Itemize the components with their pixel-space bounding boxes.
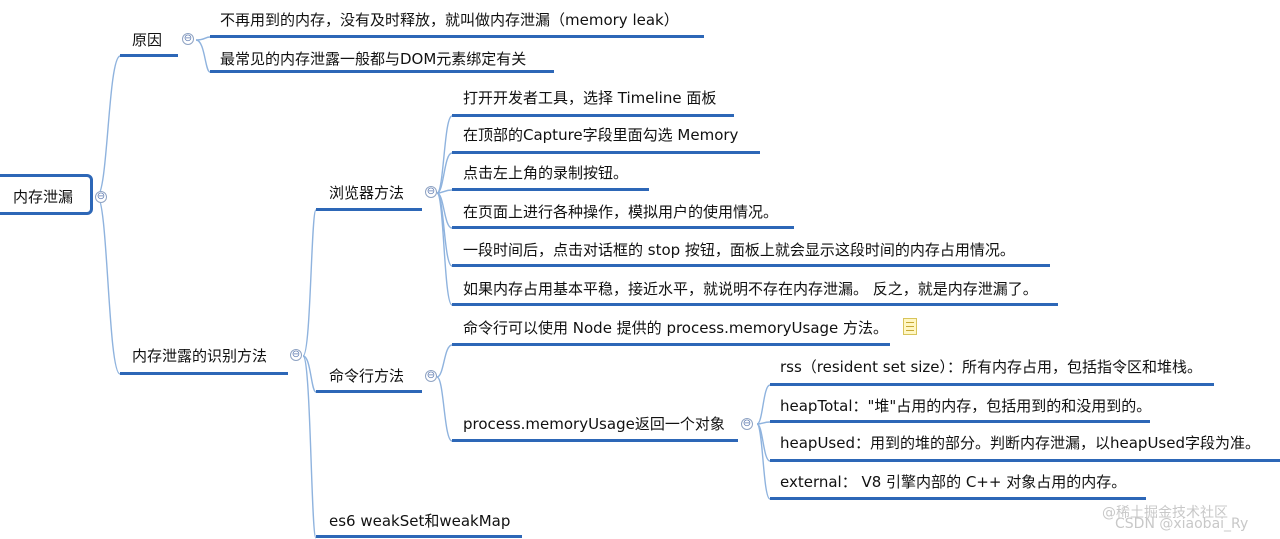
memory-field[interactable]: external： V8 引擎内部的 C++ 对象占用的内存。 xyxy=(780,473,1127,491)
cli-method-topic[interactable]: 命令行方法 xyxy=(329,367,405,385)
memory-field-underline xyxy=(770,383,1214,386)
collapse-toggle-icon[interactable]: ⊖ xyxy=(425,186,437,198)
cause-item-underline xyxy=(210,35,704,38)
browser-method-topic[interactable]: 浏览器方法 xyxy=(329,184,405,202)
collapse-toggle-icon[interactable]: ⊖ xyxy=(425,370,437,382)
browser-step-underline xyxy=(452,303,1058,306)
browser-method-underline xyxy=(316,208,422,211)
cli-usage[interactable]: 命令行可以使用 Node 提供的 process.memoryUsage 方法。 xyxy=(463,319,889,337)
browser-step-underline xyxy=(452,226,794,229)
cause-item-underline xyxy=(210,70,554,73)
browser-step-underline xyxy=(452,264,1050,267)
browser-step[interactable]: 在页面上进行各种操作，模拟用户的使用情况。 xyxy=(463,203,779,221)
es6-topic[interactable]: es6 weakSet和weakMap xyxy=(329,512,511,530)
cause-item[interactable]: 不再用到的内存，没有及时释放，就叫做内存泄漏（memory leak） xyxy=(220,11,679,29)
memory-field-underline xyxy=(770,497,1146,500)
memory-field[interactable]: heapUsed：用到的堆的部分。判断内存泄漏，以heapUsed字段为准。 xyxy=(780,434,1260,452)
note-icon[interactable] xyxy=(903,318,917,335)
browser-step[interactable]: 点击左上角的录制按钮。 xyxy=(463,164,629,182)
identify-topic[interactable]: 内存泄露的识别方法 xyxy=(132,347,268,365)
identify-underline xyxy=(120,372,288,375)
collapse-toggle-icon[interactable]: ⊖ xyxy=(290,349,302,361)
cause-item[interactable]: 最常见的内存泄露一般都与DOM元素绑定有关 xyxy=(220,50,527,68)
cause-underline xyxy=(120,54,178,57)
memory-usage-return[interactable]: process.memoryUsage返回一个对象 xyxy=(463,415,725,433)
memory-field-underline xyxy=(770,420,1150,423)
browser-step[interactable]: 在顶部的Capture字段里面勾选 Memory xyxy=(463,126,739,144)
memory-field-underline xyxy=(770,459,1280,462)
browser-step-underline xyxy=(452,114,734,117)
memory-field[interactable]: rss（resident set size）：所有内存占用，包括指令区和堆栈。 xyxy=(780,358,1203,376)
collapse-toggle-icon[interactable]: ⊖ xyxy=(182,33,194,45)
browser-step[interactable]: 如果内存占用基本平稳，接近水平，就说明不存在内存泄漏。 反之，就是内存泄漏了。 xyxy=(463,280,1038,298)
memory-usage-return-underline xyxy=(452,439,738,442)
root-topic-label: 内存泄漏 xyxy=(13,188,74,206)
cause-topic[interactable]: 原因 xyxy=(132,31,163,49)
cli-usage-underline xyxy=(452,343,890,346)
root-topic[interactable]: 内存泄漏 xyxy=(0,174,93,215)
es6-underline xyxy=(316,535,522,538)
watermark-juejin: @稀土掘金技术社区 xyxy=(1102,505,1228,521)
memory-field[interactable]: heapTotal："堆"占用的内存，包括用到的和没用到的。 xyxy=(780,397,1152,415)
collapse-toggle-icon[interactable]: ⊖ xyxy=(741,418,753,430)
browser-step-underline xyxy=(452,151,760,154)
browser-step[interactable]: 打开开发者工具，选择 Timeline 面板 xyxy=(463,89,717,107)
watermark-csdn: CSDN @xiaobai_Ry xyxy=(1115,516,1249,532)
browser-step-underline xyxy=(452,188,649,191)
cli-method-underline xyxy=(316,390,422,393)
collapse-toggle-icon[interactable]: ⊖ xyxy=(95,191,107,203)
browser-step[interactable]: 一段时间后，点击对话框的 stop 按钮，面板上就会显示这段时间的内存占用情况。 xyxy=(463,241,1015,259)
